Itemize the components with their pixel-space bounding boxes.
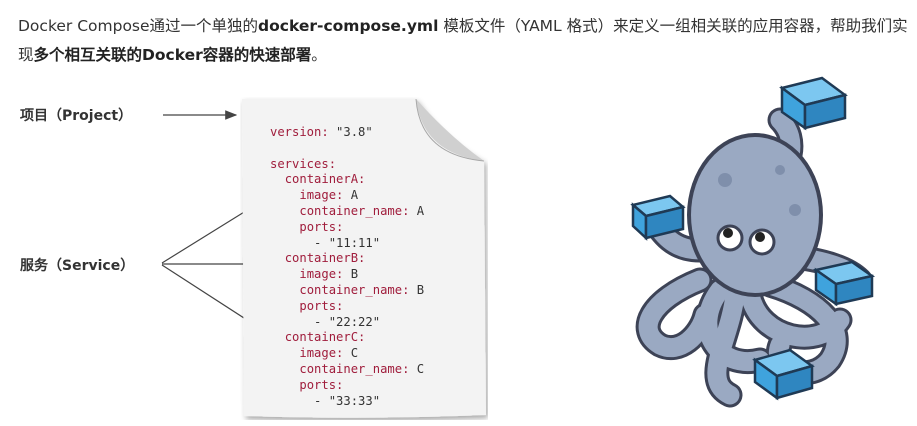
yaml-document-icon <box>242 98 486 418</box>
yaml-key: container_name: <box>299 282 410 297</box>
code-line: version: "3.8" <box>270 125 424 141</box>
yaml-key: container_name: <box>299 361 410 376</box>
code-line: - "11:11" <box>270 236 424 252</box>
container-box-left <box>630 194 686 241</box>
yaml-key: ports: <box>299 219 344 234</box>
code-line: container_name: C <box>270 362 424 378</box>
yaml-key: image: <box>299 188 344 203</box>
yaml-value: C <box>343 346 359 361</box>
code-line: ports: <box>270 220 424 236</box>
code-line: - "22:22" <box>270 315 424 331</box>
intro-paragraph: Docker Compose通过一个单独的docker-compose.yml … <box>18 12 908 70</box>
yaml-value: A <box>343 188 359 203</box>
service-label: 服务（Service） <box>20 258 135 274</box>
yaml-code: version: "3.8" services: containerA: ima… <box>270 125 424 409</box>
yaml-value: C <box>409 361 425 376</box>
code-line: - "33:33" <box>270 394 424 410</box>
project-label: 项目（Project） <box>20 108 133 124</box>
docker-compose-octopus-logo <box>630 76 876 408</box>
container-box-right <box>812 260 876 307</box>
yaml-value: A <box>409 203 425 218</box>
yaml-value: "3.8" <box>328 125 373 139</box>
code-line: containerA: <box>270 172 424 188</box>
intro-emphasis: 多个相互关联的Docker容器的快速部署 <box>33 46 312 64</box>
intro-filename: docker-compose.yml <box>258 17 439 35</box>
yaml-key: containerA: <box>284 172 366 187</box>
code-line: ports: <box>270 299 424 315</box>
yaml-key: containerB: <box>284 251 366 266</box>
yaml-value: B <box>343 267 359 282</box>
yaml-key: ports: <box>299 377 344 392</box>
code-line: container_name: B <box>270 283 424 299</box>
yaml-value: B <box>409 282 425 297</box>
intro-text-2: 模板文件（YAML 格式）来定义一组相关联的应用容器，帮助我们实现 <box>18 17 908 64</box>
code-line: services: <box>270 157 424 173</box>
yaml-key: image: <box>299 346 344 361</box>
yaml-key: ports: <box>299 298 344 313</box>
code-line: container_name: A <box>270 204 424 220</box>
intro-text-end: 。 <box>311 46 327 64</box>
yaml-key: image: <box>299 267 344 282</box>
intro-text-1: Docker Compose通过一个单独的 <box>18 17 259 35</box>
yaml-key: container_name: <box>299 203 410 218</box>
yaml-value: - "33:33" <box>314 393 381 408</box>
code-line: image: C <box>270 346 424 362</box>
yaml-value: - "22:22" <box>314 314 381 329</box>
yaml-value: - "11:11" <box>314 235 381 250</box>
yaml-key: containerC: <box>284 330 366 345</box>
code-line <box>270 141 424 157</box>
container-box-bottom <box>752 348 815 401</box>
code-line: image: B <box>270 267 424 283</box>
yaml-document: version: "3.8" services: containerA: ima… <box>240 97 488 420</box>
code-line: containerB: <box>270 251 424 267</box>
code-line: image: A <box>270 188 424 204</box>
code-line: containerC: <box>270 330 424 346</box>
yaml-key: services: <box>270 156 337 171</box>
yaml-key: version: <box>270 125 329 139</box>
code-line: ports: <box>270 378 424 394</box>
container-box-top <box>779 76 848 131</box>
